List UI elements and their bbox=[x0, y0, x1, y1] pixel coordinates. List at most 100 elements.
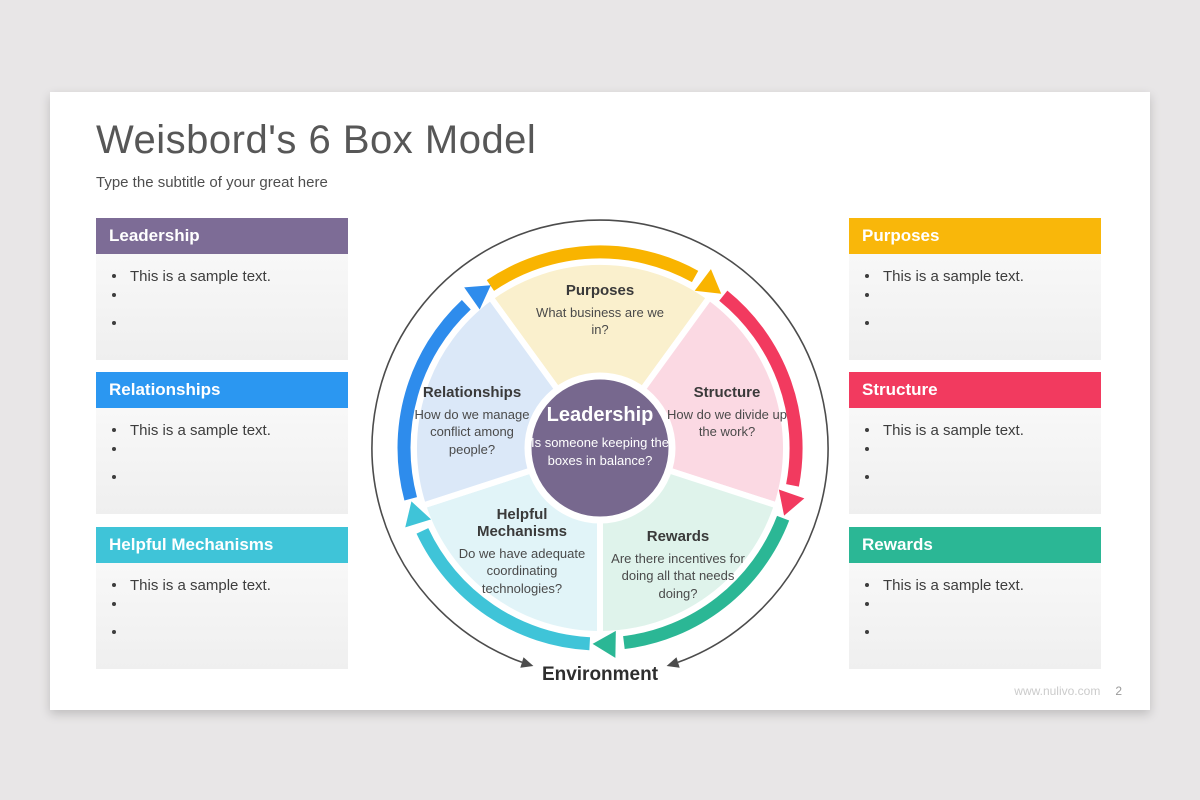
segment-title: Purposes bbox=[565, 282, 635, 299]
segment-description: How do we manage conflict among people? bbox=[414, 407, 530, 457]
slide-card: Weisbord's 6 Box Model Type the subtitle… bbox=[50, 92, 1150, 710]
arrow-arc-helpful-mechanisms bbox=[416, 528, 591, 651]
segment-description: Do we have adequate coordinating technol… bbox=[458, 546, 586, 596]
panel-body: This is a sample text. bbox=[96, 563, 348, 669]
panel-relationships: Relationships This is a sample text. bbox=[96, 372, 348, 514]
bullet-text: This is a sample text. bbox=[130, 268, 271, 285]
panel-header-rewards: Rewards bbox=[849, 527, 1101, 563]
slide-footer: www.nulivo.com 2 bbox=[1014, 684, 1122, 698]
list-item: This is a sample text. bbox=[112, 577, 338, 594]
center-circle bbox=[524, 372, 676, 524]
panel-header-purposes: Purposes bbox=[849, 218, 1101, 254]
list-item bbox=[112, 321, 338, 339]
label-relationships: Relationships How do we manage conflict … bbox=[392, 384, 552, 458]
environment-ring bbox=[371, 219, 829, 664]
panel-body: This is a sample text. bbox=[96, 408, 348, 514]
segment-description: Are there incentives for doing all that … bbox=[611, 551, 745, 601]
arrow-head-relationships-icon bbox=[464, 285, 491, 310]
bullet-text: This is a sample text. bbox=[130, 422, 271, 439]
list-item bbox=[112, 602, 338, 620]
panel-body: This is a sample text. bbox=[96, 254, 348, 360]
arrow-arc-purposes bbox=[486, 245, 699, 291]
bullet-icon bbox=[865, 630, 869, 634]
panel-structure: Structure This is a sample text. bbox=[849, 372, 1101, 514]
panel-rewards: Rewards This is a sample text. bbox=[849, 527, 1101, 669]
page-title: Weisbord's 6 Box Model bbox=[96, 118, 537, 162]
bullet-icon bbox=[112, 274, 116, 278]
list-item bbox=[865, 293, 1091, 311]
list-item bbox=[112, 447, 338, 465]
panel-body: This is a sample text. bbox=[849, 254, 1101, 360]
panel-body: This is a sample text. bbox=[849, 563, 1101, 669]
list-item bbox=[865, 602, 1091, 620]
panel-header-helpful-mechanisms: Helpful Mechanisms bbox=[96, 527, 348, 563]
bullet-icon bbox=[112, 602, 116, 606]
segment-title: Helpful Mechanisms bbox=[476, 506, 568, 540]
bullet-icon bbox=[865, 428, 869, 432]
arrow-arc-rewards bbox=[623, 515, 790, 650]
bullet-icon bbox=[112, 293, 116, 297]
bullet-icon bbox=[865, 293, 869, 297]
panel-header-leadership: Leadership bbox=[96, 218, 348, 254]
label-structure: Structure How do we divide up the work? bbox=[647, 384, 807, 441]
page-subtitle: Type the subtitle of your great here bbox=[96, 174, 328, 191]
list-item: This is a sample text. bbox=[112, 422, 338, 439]
list-item bbox=[112, 630, 338, 648]
segment-title: Structure bbox=[693, 384, 761, 401]
bullet-icon bbox=[112, 583, 116, 587]
arrow-head-structure-icon bbox=[778, 489, 805, 516]
list-item: This is a sample text. bbox=[865, 268, 1091, 285]
bullet-icon bbox=[865, 475, 869, 479]
bullet-icon bbox=[865, 602, 869, 606]
environment-ring-arrow-left-icon bbox=[520, 657, 534, 668]
bullet-icon bbox=[112, 475, 116, 479]
bullet-text: This is a sample text. bbox=[883, 577, 1024, 594]
segment-description: What business are we in? bbox=[536, 305, 664, 338]
panel-leadership: Leadership This is a sample text. bbox=[96, 218, 348, 360]
list-item bbox=[865, 321, 1091, 339]
wedge-purposes bbox=[487, 259, 713, 451]
bullet-icon bbox=[112, 630, 116, 634]
segment-description: How do we divide up the work? bbox=[667, 407, 787, 440]
segment-title: Relationships bbox=[422, 384, 522, 401]
list-item bbox=[865, 630, 1091, 648]
panel-helpful-mechanisms: Helpful Mechanisms This is a sample text… bbox=[96, 527, 348, 669]
bullet-icon bbox=[865, 321, 869, 325]
bullet-icon bbox=[112, 321, 116, 325]
environment-ring-arrow-right-icon bbox=[666, 657, 680, 668]
label-purposes: Purposes What business are we in? bbox=[500, 282, 700, 339]
bullet-text: This is a sample text. bbox=[130, 577, 271, 594]
arrow-head-purposes-icon bbox=[694, 269, 722, 294]
environment-label: Environment bbox=[541, 664, 659, 685]
bullet-text: This is a sample text. bbox=[883, 268, 1024, 285]
wheel-graphic bbox=[371, 219, 829, 668]
footer-website: www.nulivo.com bbox=[1014, 684, 1101, 698]
list-item: This is a sample text. bbox=[112, 268, 338, 285]
label-rewards: Rewards Are there incentives for doing a… bbox=[598, 528, 758, 602]
panel-header-relationships: Relationships bbox=[96, 372, 348, 408]
panel-body: This is a sample text. bbox=[849, 408, 1101, 514]
list-item bbox=[112, 475, 338, 493]
bullet-icon bbox=[865, 583, 869, 587]
center-title: Leadership bbox=[546, 404, 654, 426]
label-leadership-center: Leadership Is someone keeping the boxes … bbox=[500, 404, 700, 469]
bullet-icon bbox=[865, 274, 869, 278]
segment-title: Rewards bbox=[646, 528, 710, 545]
list-item bbox=[865, 447, 1091, 465]
footer-page-number: 2 bbox=[1115, 684, 1122, 698]
arrow-arc-relationships bbox=[397, 299, 471, 501]
list-item bbox=[112, 293, 338, 311]
list-item: This is a sample text. bbox=[865, 422, 1091, 439]
arrow-head-rewards-icon bbox=[592, 630, 616, 658]
bullet-icon bbox=[112, 447, 116, 451]
list-item bbox=[865, 475, 1091, 493]
arrow-arc-structure bbox=[719, 290, 803, 487]
bullet-icon bbox=[865, 447, 869, 451]
six-box-diagram: Purposes What business are we in? Struct… bbox=[360, 208, 840, 688]
arrow-head-helpful-mechanisms-icon bbox=[405, 501, 432, 528]
list-item: This is a sample text. bbox=[865, 577, 1091, 594]
bullet-text: This is a sample text. bbox=[883, 422, 1024, 439]
panel-header-structure: Structure bbox=[849, 372, 1101, 408]
label-helpful-mechanisms: Helpful Mechanisms Do we have adequate c… bbox=[437, 506, 607, 597]
center-description: Is someone keeping the boxes in balance? bbox=[530, 435, 670, 468]
